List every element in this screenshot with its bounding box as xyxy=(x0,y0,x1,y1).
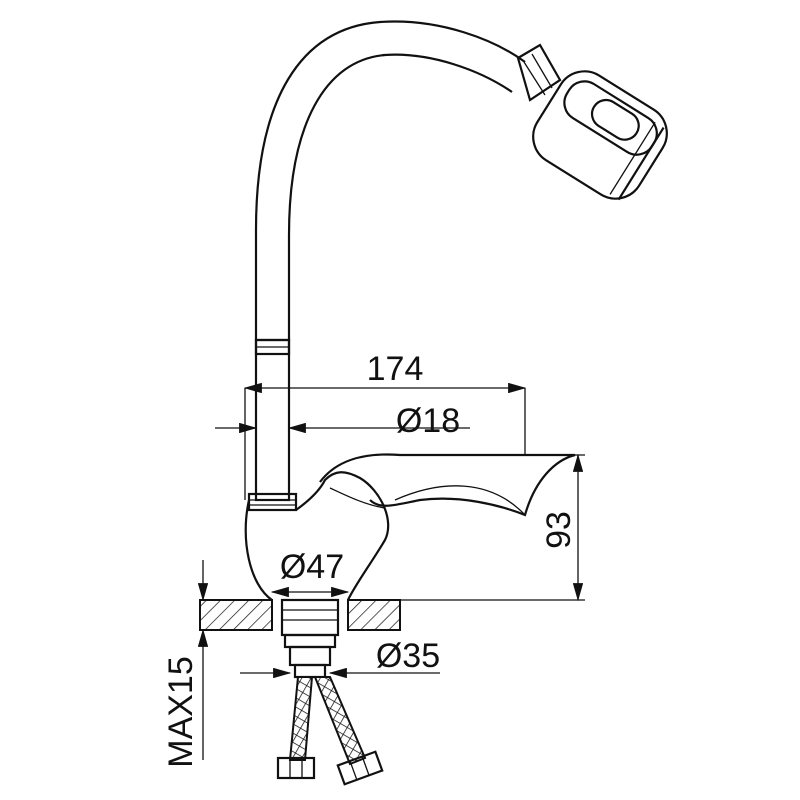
vertical-pipe xyxy=(247,338,298,512)
flexible-spout xyxy=(254,20,526,340)
countertop xyxy=(199,599,401,631)
dimension-reach: 174 xyxy=(243,350,527,500)
mounting-nut xyxy=(280,598,340,679)
dimension-pipe-diameter: Ø18 xyxy=(215,402,470,440)
supply-hoses xyxy=(276,676,384,786)
dimension-thread-diameter: Ø35 xyxy=(240,637,440,679)
dimension-label-height: 93 xyxy=(540,511,578,549)
lever-handle xyxy=(319,453,576,517)
dimension-label-base-diameter: Ø47 xyxy=(280,548,344,586)
dimension-max-thickness: MAX15 xyxy=(162,560,209,768)
dimension-base-diameter: Ø47 xyxy=(270,548,350,598)
dimension-label-pipe-diameter: Ø18 xyxy=(396,402,460,440)
dimension-label-reach: 174 xyxy=(367,350,424,388)
dimension-label-max-thickness: MAX15 xyxy=(162,656,200,768)
dimension-height: 93 xyxy=(400,453,585,602)
faucet-body xyxy=(244,471,390,601)
spout-connector xyxy=(516,43,562,102)
dimension-label-thread-diameter: Ø35 xyxy=(376,637,440,675)
spray-head xyxy=(532,70,668,201)
